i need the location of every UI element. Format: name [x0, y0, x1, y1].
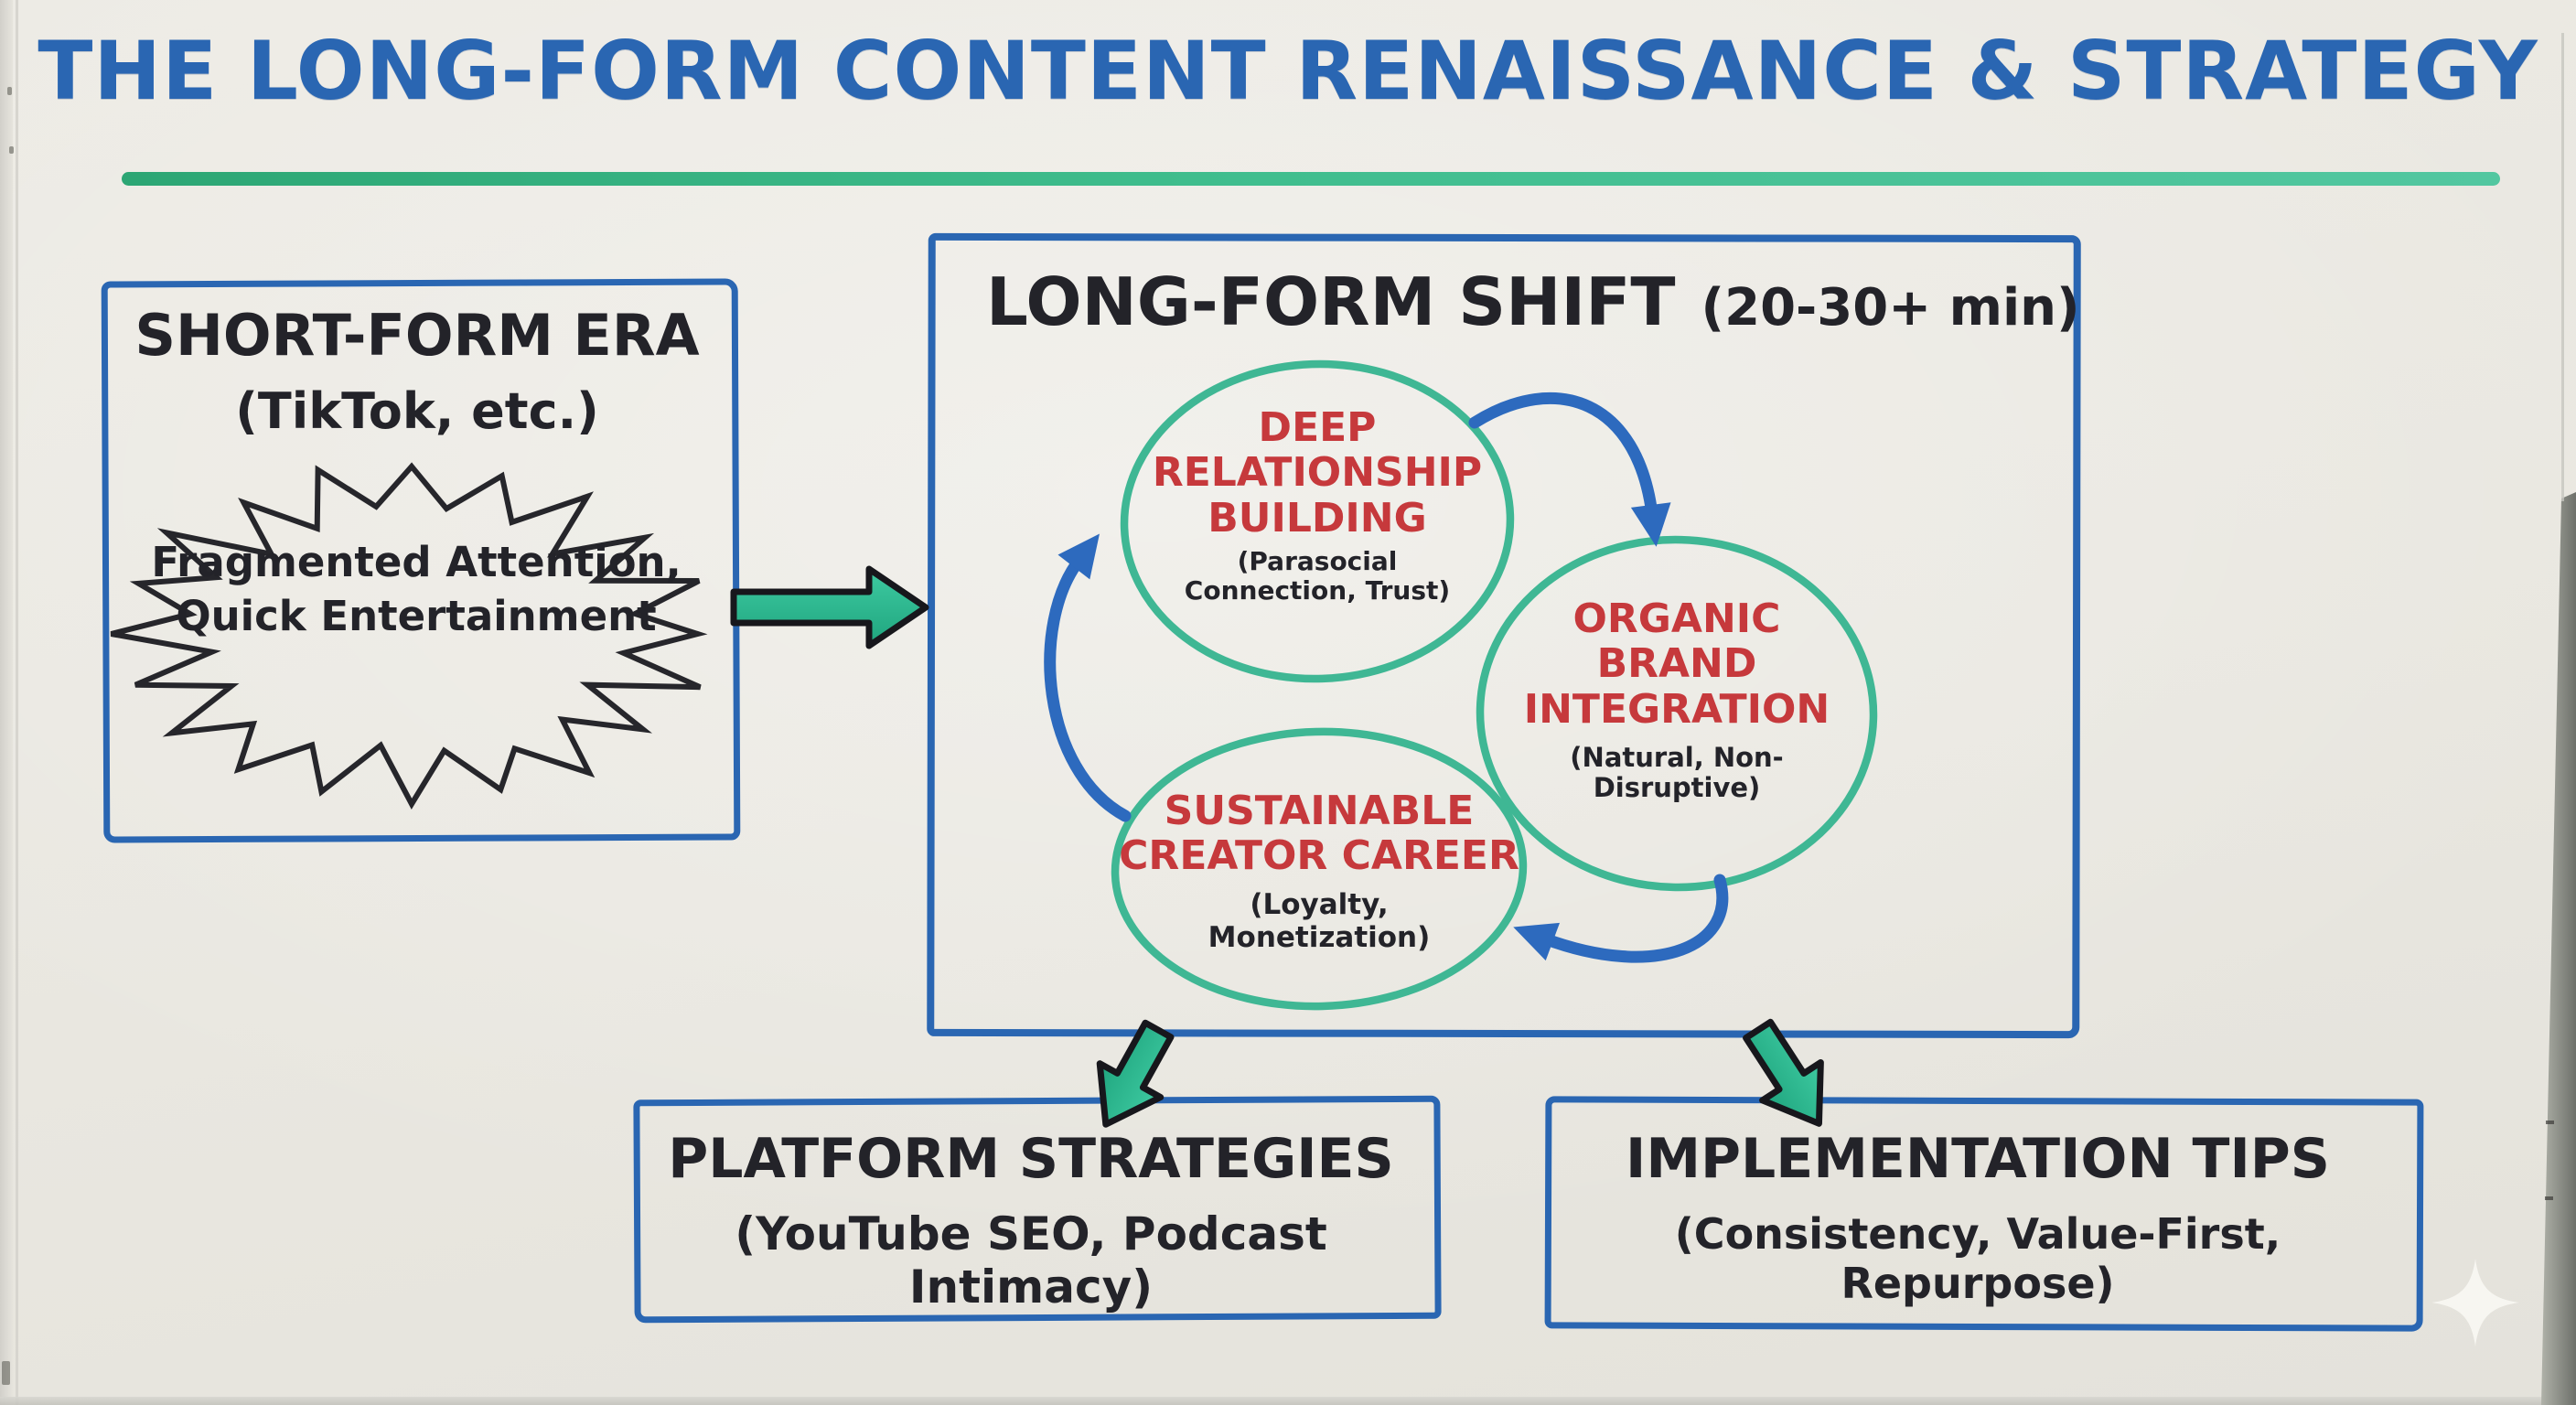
burst-line-1: Fragmented Attention,: [151, 538, 682, 586]
node-organic-brand-subtitle: (Natural, Non-Disruptive): [1570, 742, 1784, 804]
board-edge-right: [2541, 492, 2576, 1405]
node-sustainable-career-title: SUSTAINABLE CREATOR CAREER: [1119, 788, 1519, 880]
implementation-tips-title: IMPLEMENTATION TIPS: [1626, 1127, 2330, 1191]
long-form-box: [927, 232, 2081, 1039]
board-crease: [16, 0, 18, 1405]
board-tray: [0, 1397, 2576, 1405]
burst-text: Fragmented Attention, Quick Entertainmen…: [137, 536, 695, 643]
burst-line-2: Quick Entertainment: [176, 591, 657, 640]
attention-burst: [110, 462, 708, 810]
arrow-right-icon: [730, 565, 929, 649]
long-form-header: LONG-FORM SHIFT (20-30+ min): [986, 263, 2080, 340]
board-mark: [2546, 1121, 2554, 1124]
board-edge-left: [0, 0, 13, 1405]
implementation-tips-subtitle: (Consistency, Value-First, Repurpose): [1674, 1209, 2281, 1308]
board-mark: [9, 146, 14, 154]
node-organic-brand-title: ORGANIC BRAND INTEGRATION: [1523, 595, 1830, 733]
long-form-duration: (20-30+ min): [1701, 278, 2080, 338]
node-sustainable-career-subtitle: (Loyalty, Monetization): [1208, 888, 1431, 954]
board-mark: [2, 1361, 10, 1385]
node-deep-relationship-title: DEEP RELATIONSHIP BUILDING: [1152, 404, 1483, 542]
platform-strategies-subtitle: (YouTube SEO, Podcast Intimacy): [735, 1207, 1327, 1314]
node-deep-relationship-subtitle: (Parasocial Connection, Trust): [1184, 546, 1451, 606]
board-mark: [7, 87, 12, 95]
short-form-subtitle: (TikTok, etc.): [235, 382, 599, 440]
platform-strategies-title: PLATFORM STRATEGIES: [668, 1127, 1394, 1191]
board-mark: [2545, 1196, 2553, 1200]
sparkle-icon: [2431, 1259, 2519, 1346]
attention-burst-shape: [110, 462, 708, 810]
long-form-title: LONG-FORM SHIFT: [986, 263, 1676, 340]
short-form-title: SHORT-FORM ERA: [134, 302, 700, 369]
page-title: THE LONG-FORM CONTENT RENAISSANCE & STRA…: [38, 24, 2538, 118]
title-underline: [122, 172, 2500, 186]
